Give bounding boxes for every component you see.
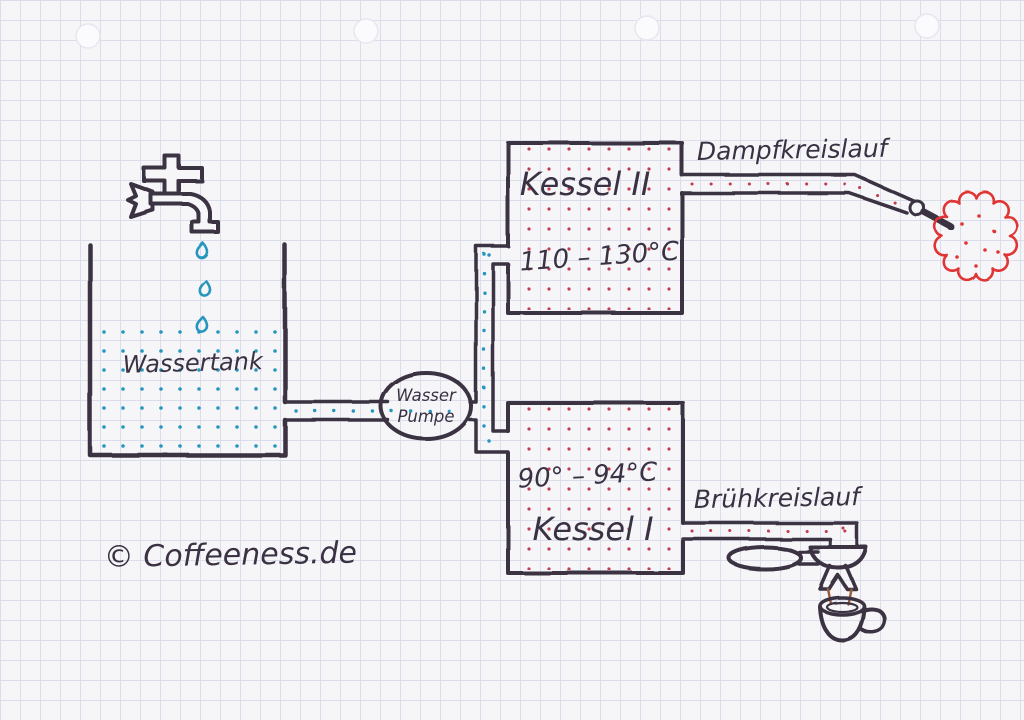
punch-hole (634, 15, 660, 41)
brew-pipe-top (681, 521, 859, 549)
steam-pipe-top (680, 173, 918, 204)
water-drop (195, 241, 209, 259)
faucet-icon (126, 154, 220, 234)
pipe-tank-to-pump (283, 400, 390, 422)
water-drops-icon (195, 241, 212, 333)
boiler1-label: Kessel I (532, 510, 653, 548)
faucet-spout (149, 192, 220, 234)
water-tank (87, 242, 288, 458)
tank-label: Wassertank (122, 347, 264, 379)
portafilter-neck (797, 550, 820, 566)
punch-hole (353, 18, 379, 44)
steam-circuit-label: Dampfkreislauf (697, 134, 891, 166)
faucet-bracket (126, 182, 155, 219)
punch-hole (75, 23, 101, 49)
steam-wand-joint (908, 199, 926, 217)
boiler2-fill (511, 146, 679, 310)
brew-circuit (681, 521, 887, 642)
water-pump (379, 371, 473, 441)
portafilter-basket (808, 545, 868, 570)
ink-linework (87, 141, 1019, 642)
boiler1-box (506, 401, 685, 575)
portafilter-spouts (818, 564, 858, 591)
portafilter-handle (727, 545, 803, 571)
steam-cloud-icon (933, 190, 1019, 282)
pipe-outer-bottom (468, 418, 510, 454)
fluid-fills (94, 146, 680, 570)
coffee-stream (826, 587, 833, 606)
pump-label-line1: Wasser (396, 386, 457, 405)
labels: Wassertank Wasser Pumpe Kessel II 110 – … (104, 134, 891, 575)
cup-rim-inner (825, 601, 859, 613)
steam-cloud-dots (955, 214, 1000, 268)
brew-pipe-bottom (681, 537, 832, 549)
pipe-inner (491, 262, 510, 433)
boiler1-fill (511, 406, 680, 570)
steam-circuit (680, 173, 1019, 282)
distribution-pipe (468, 244, 510, 454)
espresso-cup-icon (818, 595, 887, 642)
punch-holes (75, 13, 940, 49)
steam-wand-tip (947, 223, 955, 231)
tank-water-fill (94, 318, 281, 451)
cup-body (818, 605, 866, 642)
boiler2-box (506, 141, 684, 315)
steam-wand-dots (858, 186, 904, 208)
faucet-handle (142, 154, 204, 196)
water-drop (195, 315, 209, 333)
portafilter-icon (727, 545, 868, 591)
watermark: © Coffeeness.de (104, 536, 358, 575)
boiler2-label: Kessel II (520, 165, 651, 203)
brew-circuit-label: Brühkreislauf (694, 482, 864, 514)
water-drop (198, 279, 212, 297)
cup-rim (818, 595, 866, 617)
pipe-outer-top (468, 244, 510, 404)
pump-label-line2: Pumpe (397, 407, 454, 426)
steam-pipe-bottom (680, 191, 909, 215)
boiler1-temp: 90° – 94°C (517, 457, 659, 494)
punch-hole (914, 13, 940, 39)
cup-handle (859, 606, 887, 634)
